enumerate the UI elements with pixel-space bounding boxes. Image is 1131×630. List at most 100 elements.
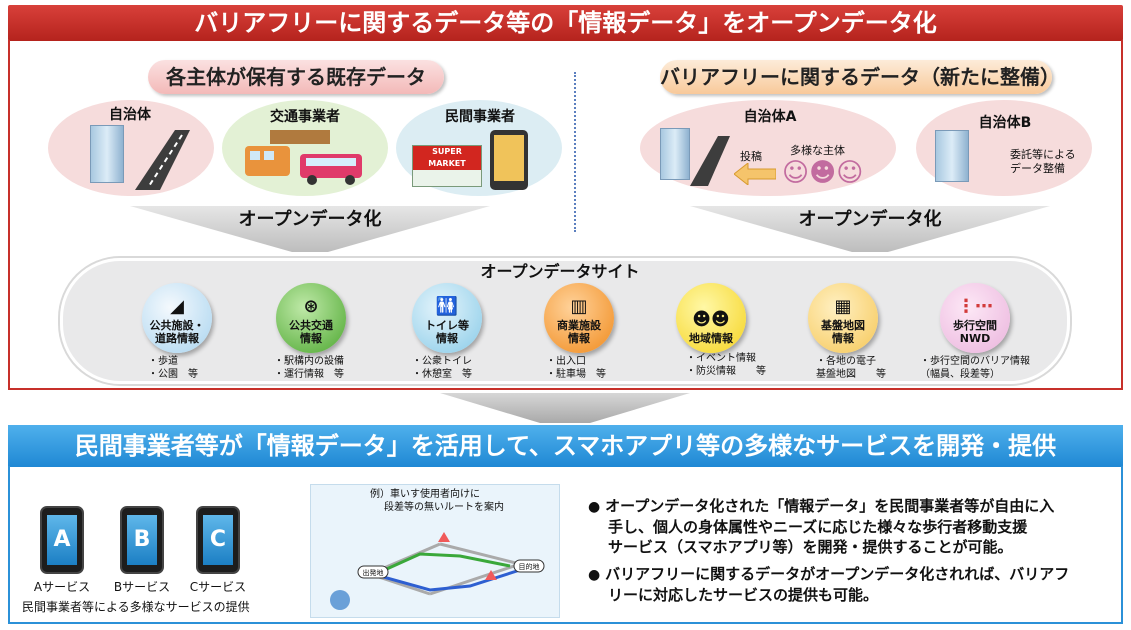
open-data-arrow-left-label: オープンデータ化 <box>238 209 382 230</box>
sub-item: 基盤地図 等 <box>816 369 886 380</box>
transport-operator-label: 交通事業者 <box>270 109 340 125</box>
phone-c-letter: C <box>203 515 233 565</box>
open-data-arrow-right-label: オープンデータ化 <box>798 209 942 230</box>
example-line1: 例）車いす使用者向けに <box>370 489 480 500</box>
sub-list: ・歩行空間のバリア情報 （幅員、段差等） <box>920 355 1030 381</box>
bullet-dot: ● <box>588 499 606 515</box>
road-icon <box>690 136 730 186</box>
phone-b-icon: B <box>120 506 164 574</box>
start-label: 出発地 <box>363 568 384 577</box>
section-divider <box>574 72 576 232</box>
category-line2: 情報 <box>436 331 458 345</box>
sub-item: ・駐車場 等 <box>546 369 606 380</box>
private-operator-label: 民間事業者 <box>445 109 515 125</box>
bullet-1: ● オープンデータ化された「情報データ」を民間事業者等が自由に入 手し、個人の身… <box>588 496 1108 557</box>
sub-item: ・各地の電子 <box>816 356 876 367</box>
sub-item: ・歩道 <box>148 356 178 367</box>
apps-caption: 民間事業者等による多様なサービスの提供 <box>22 600 250 614</box>
sub-item: ・公衆トイレ <box>412 356 472 367</box>
building-icon <box>90 125 124 183</box>
sub-item: ・公園 等 <box>148 369 198 380</box>
top-banner-title: バリアフリーに関するデータ等の「情報データ」をオープンデータ化 <box>8 5 1123 41</box>
supermarket-icon: SUPER MARKET <box>412 145 482 187</box>
toilet-icon: 🚻 <box>435 295 459 317</box>
category-line1: 基盤地図 <box>821 318 865 332</box>
bullet-2: ● バリアフリーに関するデータがオープンデータ化されれば、バリアフ リーに対応し… <box>588 564 1108 605</box>
sub-item: （幅員、段差等） <box>920 369 1000 380</box>
category-walking-space-nwd: ⋮⋯ 歩行空間 NWD <box>940 283 1010 353</box>
bottom-banner-title: 民間事業者等が「情報データ」を活用して、スマホアプリ等の多様なサービスを開発・提… <box>8 425 1123 467</box>
phone-c-icon: C <box>196 506 240 574</box>
sub-item: ・駅構内の設備 <box>274 356 344 367</box>
route-map: 出発地 目的地 <box>330 532 545 610</box>
train-bus-icon <box>245 130 362 185</box>
route-example-panel <box>310 484 560 618</box>
municipality-b-label: 自治体B <box>978 115 1032 131</box>
category-public-transport: ⊛ 公共交通 情報 <box>276 283 346 353</box>
open-data-site-title: オープンデータサイト <box>480 262 640 281</box>
sub-item: ・防災情報 等 <box>686 366 766 377</box>
category-regional: ☻☻ 地域情報 <box>676 283 746 353</box>
wheelchair-user-icon <box>330 590 350 610</box>
road-icon: ◢ <box>170 295 184 317</box>
store-sign: SUPER MARKET <box>413 146 481 170</box>
phone-a-icon: A <box>40 506 84 574</box>
sub-list: ・歩道・公園 等 <box>148 355 198 381</box>
sub-list: ・イベント情報・防災情報 等 <box>686 352 766 378</box>
category-line1: 公共交通 <box>289 318 333 332</box>
road-icon <box>135 130 190 190</box>
sub-list: ・出入口・駐車場 等 <box>546 355 606 381</box>
municipality-a-label: 自治体A <box>743 109 797 125</box>
bullet-2-line2: リーに対応したサービスの提供も可能。 <box>608 586 879 604</box>
category-public-facility-road: ◢ 公共施設・ 道路情報 <box>142 283 212 353</box>
phone-a-letter: A <box>47 515 77 565</box>
sub-item: ・イベント情報 <box>686 353 756 364</box>
bullet-2-line1: バリアフリーに関するデータがオープンデータ化されれば、バリアフ <box>605 565 1070 583</box>
service-a-label: Aサービス <box>33 580 91 594</box>
post-label: 投稿 <box>740 150 762 163</box>
example-line2: 段差等の無いルートを案内 <box>384 502 504 513</box>
goal-label: 目的地 <box>519 562 540 571</box>
bullet-1-line1: オープンデータ化された「情報データ」を民間事業者等が自由に入 <box>605 497 1055 515</box>
category-line2: NWD <box>959 331 991 345</box>
down-arrow <box>440 393 690 423</box>
bullet-1-line3: サービス（スマホアプリ等）を開発・提供することが可能。 <box>608 538 1013 556</box>
sub-item: ・歩行空間のバリア情報 <box>920 356 1030 367</box>
building-icon <box>935 130 969 182</box>
sub-item: ・運行情報 等 <box>274 369 344 380</box>
category-line1: 地域情報 <box>689 331 733 345</box>
municipality-label: 自治体 <box>109 107 151 123</box>
phone-b-letter: B <box>127 515 157 565</box>
service-b-label: Bサービス <box>113 580 171 594</box>
category-line2: 情報 <box>300 331 322 345</box>
category-commercial-facility: ▥ 商業施設 情報 <box>544 283 614 353</box>
sub-item: ・休憩室 等 <box>412 369 472 380</box>
bullet-dot: ● <box>588 567 606 583</box>
network-icon: ⋮⋯ <box>957 295 993 317</box>
bullet-1-line2: 手し、個人の身体属性やニーズに応じた様々な歩行者移動支援 <box>608 518 1028 536</box>
existing-data-title: 各主体が保有する既存データ <box>148 60 444 94</box>
category-line1: トイレ等 <box>425 318 469 332</box>
category-toilet: 🚻 トイレ等 情報 <box>412 283 482 353</box>
smartphone-icon <box>490 130 528 190</box>
category-line1: 商業施設 <box>557 318 601 332</box>
sub-list: ・駅構内の設備・運行情報 等 <box>274 355 344 381</box>
category-line1: 公共施設・ <box>149 318 205 332</box>
people-icon: ☻☻ <box>692 308 730 330</box>
category-line2: 情報 <box>568 331 590 345</box>
municipality-ellipse <box>48 100 214 196</box>
new-barrier-free-data-title: バリアフリーに関するデータ（新たに整備） <box>660 60 1060 94</box>
category-line2: 道路情報 <box>155 331 199 345</box>
category-line2: 情報 <box>832 331 854 345</box>
consign-label-2: データ整備 <box>1010 162 1065 175</box>
arrow-left-icon <box>734 163 776 185</box>
various-actors-label: 多様な主体 <box>790 144 845 157</box>
consign-label-1: 委託等による <box>1010 148 1076 161</box>
bottom-frame <box>8 466 1123 624</box>
train-icon: ⊛ <box>303 295 319 317</box>
sub-list: ・公衆トイレ・休憩室 等 <box>412 355 472 381</box>
people-icon: ☺☻☺ <box>782 158 864 188</box>
building-icon <box>660 128 690 180</box>
example-text: 例）車いす使用者向けに 段差等の無いルートを案内 <box>370 488 504 514</box>
sub-list: ・各地の電子基盤地図 等 <box>816 355 886 381</box>
